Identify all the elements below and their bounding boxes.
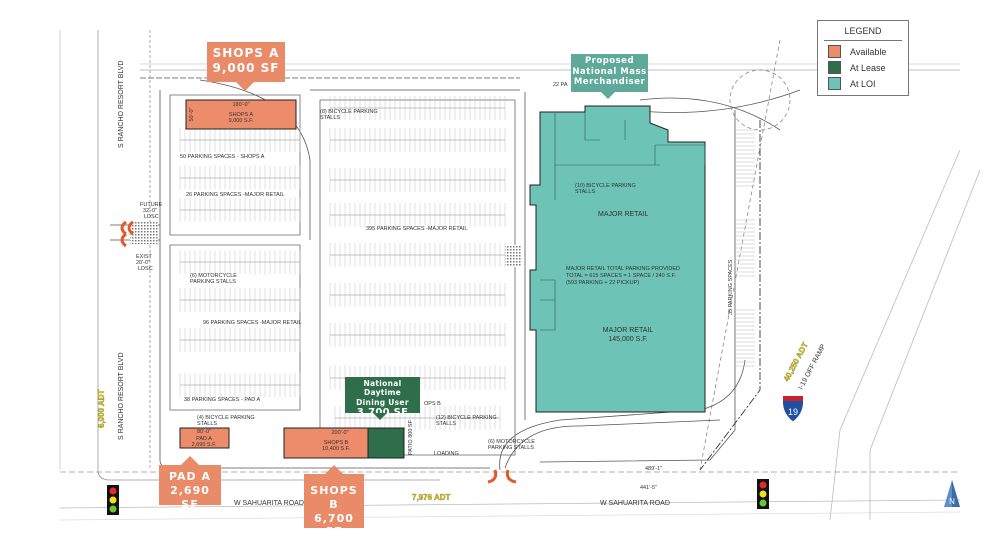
parking-row (330, 323, 505, 347)
callout-area: 6,700 SF (304, 512, 364, 539)
callout-line: Proposed (571, 56, 648, 67)
road-label-sahuarita: W SAHUARITA ROAD (600, 500, 670, 507)
parking-row (180, 128, 300, 152)
available-swatch (828, 45, 841, 58)
callout-line: Merchandiser (571, 77, 648, 88)
crosswalk (505, 245, 521, 267)
legend-item-at-lease: At Lease (828, 61, 908, 74)
crosswalk (130, 222, 158, 244)
dining-user-space[interactable] (368, 428, 404, 458)
dim-label: 441'-5" (640, 485, 657, 491)
parking-row (330, 283, 505, 307)
turn-arrow-icon (122, 222, 126, 234)
parking-note-1: MAJOR RETAIL TOTAL PARKING PROVIDED (566, 266, 680, 272)
north-arrow-icon: N (944, 480, 960, 507)
major-retail-name: MAJOR RETAIL (598, 211, 649, 218)
ldsc-label: LDSC (138, 266, 153, 272)
callout-area: 2,690 SF (159, 484, 221, 512)
callout-line: National Daytime (345, 379, 420, 398)
parking-label: 38 PARKING SPACES - PAD A (184, 397, 260, 403)
ldsc-label: LDSC (144, 214, 159, 220)
shops-b-dim: 200'-0" (331, 430, 348, 436)
legend-label: At Lease (850, 63, 886, 73)
legend-label: Available (850, 47, 886, 57)
svg-text:19: 19 (788, 407, 798, 417)
traffic-signal-icon (757, 479, 769, 509)
parking-row (735, 130, 755, 186)
callout-area: 9,000 SF (207, 61, 285, 76)
parking-row (180, 328, 300, 352)
traffic-signal-icon (107, 485, 119, 515)
adt-sahuarita: 7,976 ADT (412, 493, 451, 502)
parking-row (735, 310, 755, 366)
parking-row (330, 168, 505, 192)
legend: LEGEND Available At Lease At LOI (817, 20, 909, 96)
shops-b-callout[interactable]: SHOPS B 6,700 SF (304, 474, 364, 528)
pad-a-callout[interactable]: PAD A 2,690 SF (159, 465, 221, 505)
callout-title: SHOPS A (207, 46, 285, 61)
parking-note-2: TOTAL = 615 SPACES = 1 SPACE / 240 S.F. (566, 273, 676, 279)
legend-label: At LOI (850, 79, 876, 89)
major-retail-building[interactable] (530, 106, 705, 412)
shops-b-partial: OPS B (424, 401, 441, 407)
bike-label: STALLS (197, 421, 217, 427)
road-label-rancho: S RANCHO RESORT BLVD (118, 352, 125, 440)
mass-merchandiser-callout[interactable]: Proposed National Mass Merchandiser (571, 54, 648, 92)
patio-label: PATIO 800 SF (408, 419, 414, 455)
bike-label-2: STALLS (575, 189, 595, 195)
moto-label: PARKING STALLS (488, 445, 534, 451)
shops-a-area: 9,000 S.F. (229, 118, 254, 124)
shops-a-callout[interactable]: SHOPS A 9,000 SF (207, 42, 285, 82)
svg-text:N: N (949, 497, 955, 506)
bike-label: STALLS (436, 421, 456, 427)
callout-title: SHOPS B (304, 484, 364, 512)
parking-label: 50 PARKING SPACES - SHOPS A (180, 154, 265, 160)
bike-label: STALLS (320, 115, 340, 121)
pad-a-area: 2,690 S.F. (192, 442, 217, 448)
at-lease-swatch (828, 61, 841, 74)
shops-a-dim: 180'-0" (232, 102, 249, 108)
parking-label: 96 PARKING SPACES -MAJOR RETAIL (203, 320, 301, 326)
major-retail-area: 145,000 S.F. (608, 336, 647, 343)
adt-rancho: 6,000 ADT (97, 390, 106, 429)
dining-user-callout[interactable]: National Daytime Dining User 3,700 SF (345, 377, 420, 413)
parking-row (180, 288, 300, 312)
major-retail-name-2: MAJOR RETAIL (603, 327, 654, 334)
parking-row (180, 250, 300, 274)
moto-label: PARKING STALLS (190, 279, 236, 285)
shops-a-depth: 50'-0" (189, 107, 195, 121)
parking-row (330, 128, 505, 152)
parking-row (180, 198, 300, 222)
legend-item-at-loi: At LOI (828, 77, 908, 90)
callout-line: Dining User (345, 398, 420, 407)
at-loi-swatch (828, 77, 841, 90)
loading-label: LOADING (434, 451, 459, 457)
callout-line: National Mass (571, 67, 648, 78)
shops-b-area: 10,400 S.F. (322, 446, 350, 452)
parking-row (330, 203, 505, 227)
parking-row (330, 243, 505, 267)
road-label-sahuarita: W SAHUARITA ROAD (234, 500, 304, 507)
parking-row (180, 166, 300, 190)
road-label-rancho: S RANCHO RESORT BLVD (118, 60, 125, 148)
parking-label: 395 PARKING SPACES -MAJOR RETAIL (366, 226, 467, 232)
legend-item-available: Available (828, 45, 908, 58)
interstate-shield-icon: 19 (782, 396, 803, 422)
callout-title: PAD A (159, 470, 221, 484)
parking-label: 22 PA (553, 82, 568, 88)
dim-label: 489'-1" (645, 466, 662, 472)
parking-note-3: (593 PARKING + 22 PICKUP) (566, 280, 639, 286)
turn-arrow-icon (488, 470, 496, 482)
parking-row (180, 373, 300, 397)
legend-title: LEGEND (824, 26, 902, 41)
pad-a-dim: 80'-0" (197, 429, 211, 435)
parking-label: 26 PARKING SPACES -MAJOR RETAIL (186, 192, 284, 198)
parking-label: 35 PARKING SPACES (728, 259, 734, 315)
